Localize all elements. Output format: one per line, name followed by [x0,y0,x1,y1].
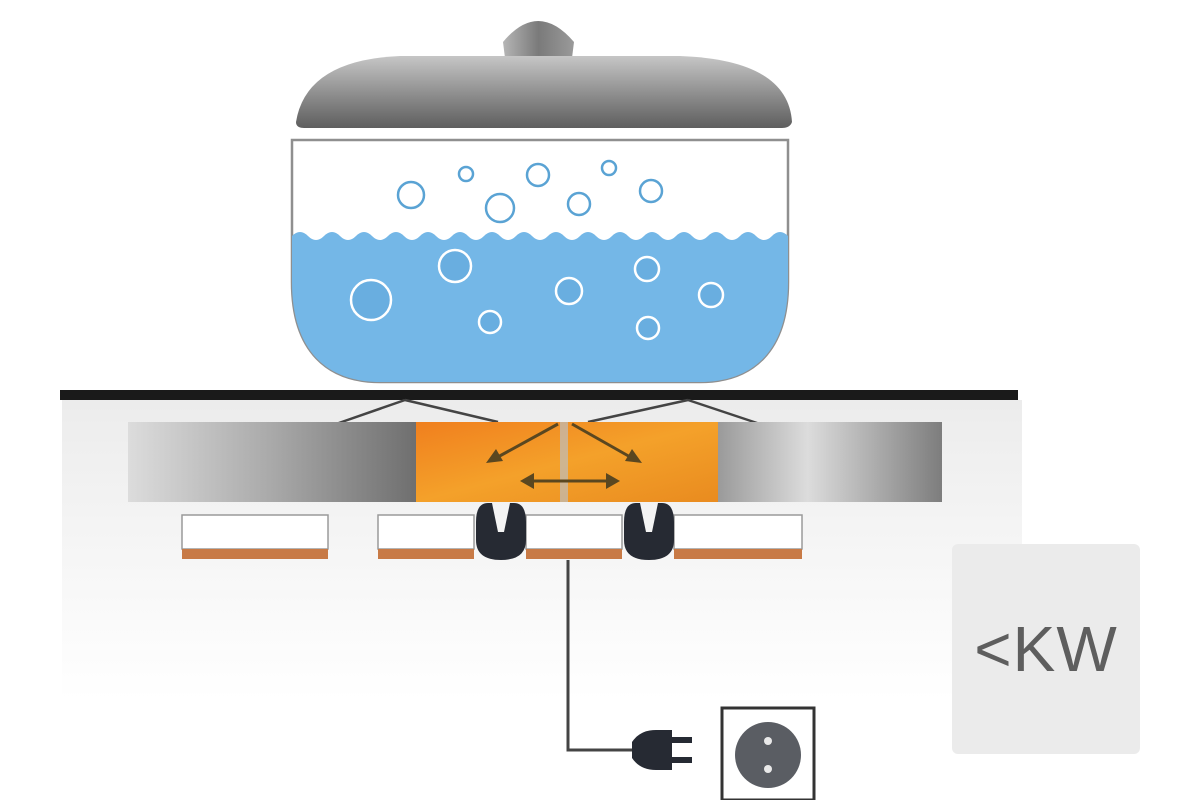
water [292,232,788,382]
insulation-strip [525,514,623,550]
cooktop-glass [60,390,1018,400]
plug-body [632,730,672,770]
socket-hole [764,737,772,745]
water-bubble-icon [437,248,473,284]
insulation-strip [377,514,475,550]
water-bubble-icon [638,178,664,204]
power-cable [566,560,632,752]
insulation-strip [181,514,329,550]
power-rating-badge: <KW [952,544,1140,754]
steam-bubbles [396,159,664,224]
arrow-head [625,449,642,463]
insulation-strip [673,514,803,550]
terminal-connectors [476,503,674,560]
water-bubble-icon [633,255,661,283]
socket-hole [764,765,772,773]
pot-lid-icon [296,21,792,128]
insulation-strips [181,514,803,559]
field-lines [335,398,761,426]
plug-icon [632,730,692,770]
water-bubble-icon [566,191,592,217]
heat-arrow-right [571,422,633,460]
terminal-right [624,503,674,560]
field-line [335,398,406,426]
terminal-left [476,503,526,560]
water-bubble-icon [477,309,503,335]
water-bubbles [349,248,725,341]
water-bubble-icon [349,278,393,322]
water-bubble-icon [554,276,584,306]
power-rating-label: <KW [974,613,1118,685]
arrow-head [520,473,534,489]
arrow-head [606,473,620,489]
water-bubble-icon [635,315,661,341]
heating-element [128,422,942,502]
insulation-strip-base [526,549,622,559]
arrow-head [486,449,503,463]
water-bubble-icon [600,159,618,177]
field-line [404,398,499,424]
plug-pin [672,737,692,743]
heat-arrow-icon [486,422,642,489]
insulation-strip-base [182,549,328,559]
pot-icon [290,138,790,384]
water-bubble-icon [457,165,475,183]
insulation-strip-base [378,549,474,559]
socket-face [735,722,801,788]
water-bubble-icon [396,180,426,210]
insulation-strip-base [674,549,802,559]
element-left-section [128,422,416,502]
lid-knob [503,21,574,58]
water-bubble-icon [525,162,551,188]
power-socket-icon [720,706,816,800]
lid-dome [296,56,792,128]
zone-divider [560,422,568,502]
element-right-section [718,422,942,502]
field-line [587,398,689,424]
plug-pin [672,757,692,763]
water-bubble-icon [484,192,516,224]
water-bubble-icon [697,281,725,309]
field-line [687,398,761,426]
heat-arrow-left [495,422,559,460]
